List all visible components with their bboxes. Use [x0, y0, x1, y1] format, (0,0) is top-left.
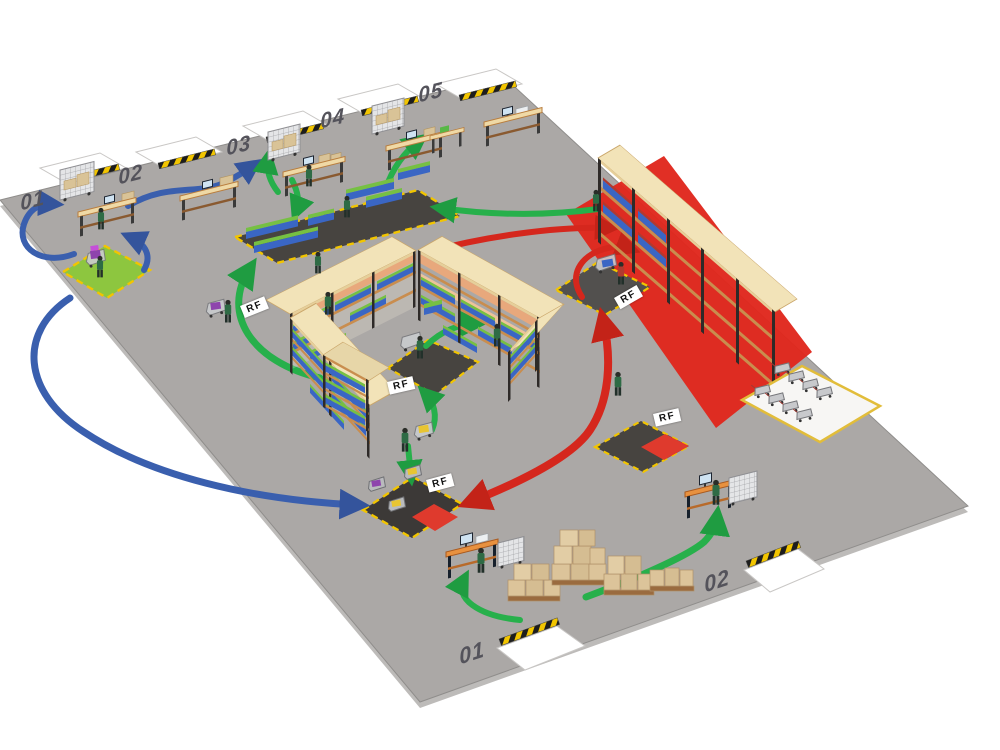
hazard-strip	[458, 80, 518, 102]
pick-cart-fullcase	[595, 253, 618, 274]
packing-mat-cart-2	[404, 464, 423, 480]
magenta-tote	[90, 244, 99, 252]
sorting-mat-totes	[246, 161, 430, 254]
rf-staging-mat-red-corner	[641, 434, 689, 460]
worker-sorting-mat-2	[314, 251, 322, 274]
green-arrow-shelves-to-sorting-mat	[429, 197, 601, 224]
cage-trolley-dock03	[267, 123, 301, 162]
dock-plate-04	[336, 83, 426, 115]
mini-rack	[322, 341, 390, 433]
red-arrow-packing-fullcase-corridor	[457, 306, 624, 511]
worker-dock02b	[712, 479, 720, 505]
cage-trolleys	[59, 97, 758, 569]
green-arrow-pick-loop-left	[227, 257, 324, 382]
worker-dock01	[97, 207, 105, 230]
green-arrow-mat-to-desk03	[252, 147, 281, 195]
yellow-tote	[418, 424, 430, 434]
purple-tote	[371, 479, 382, 488]
cage-trolley-packing	[497, 535, 525, 569]
hazard-strip	[498, 617, 560, 646]
blue-arrow-left-sweep-to-packing	[30, 294, 371, 520]
green-arrow-cart-to-pick-mat	[417, 385, 446, 433]
green-returns-mat	[60, 244, 153, 300]
pick-rack-sw	[289, 302, 397, 459]
worker-walking	[614, 371, 622, 396]
dock-plate-b02	[743, 548, 825, 593]
cart-park-mat	[739, 364, 883, 444]
red-arrow-mat-curl	[573, 231, 641, 300]
worker-pick-right	[493, 323, 501, 347]
workstations	[77, 105, 734, 579]
worker-fullcase-rack	[592, 189, 600, 212]
green-arrow-desk03-to-mat	[289, 177, 315, 222]
full-case-pick-mat	[553, 260, 653, 317]
pick-cart-bottom	[413, 421, 434, 441]
nested-carts	[750, 362, 834, 423]
yellow-tote	[407, 467, 418, 476]
full-case-rack	[597, 144, 798, 396]
worker-cart-bottom	[401, 427, 409, 452]
blue-arrow-mat-to-desk01	[120, 231, 151, 273]
cage-trolley-dock02b	[728, 470, 758, 506]
dock-plate-03	[241, 110, 331, 142]
scale	[475, 533, 489, 544]
packing-mat-cart-1	[368, 476, 387, 492]
blue-arrow-dock01-loop	[19, 189, 77, 261]
purple-tote	[210, 301, 222, 311]
worker-cart-left	[224, 299, 232, 323]
worker-green-mat	[96, 255, 104, 278]
bench-station-05	[429, 125, 465, 154]
desk-station-05	[483, 105, 543, 147]
hazard-strip	[157, 148, 217, 170]
pick-cart-left	[205, 298, 226, 318]
hazard-strip	[745, 540, 802, 568]
cage-trolley-dock04	[371, 97, 405, 136]
worker-fullcase-mat	[617, 261, 625, 285]
desk-station-03	[282, 152, 346, 197]
dock-plate-05	[434, 68, 524, 100]
computer-monitor	[699, 472, 712, 488]
worker-pick-station	[416, 335, 424, 359]
cage-trolley-dock01	[59, 160, 95, 202]
packing-mat-red-square	[412, 504, 458, 531]
pick-shelving-u	[265, 236, 565, 459]
worker-packing	[477, 547, 485, 573]
green-arrow-pallets-to-pack-desk	[444, 569, 523, 623]
worker-dock03	[305, 164, 313, 187]
pallet-stacks	[507, 529, 695, 602]
desk-station-04	[385, 126, 445, 171]
desk-dock02	[684, 472, 734, 519]
pick-cart-center	[400, 331, 423, 352]
computer-monitor	[460, 532, 473, 548]
cart-park	[739, 362, 883, 444]
desk-station-01	[77, 190, 137, 237]
workers	[96, 164, 720, 573]
dock-plate-b01	[495, 625, 587, 671]
desk-packing	[445, 532, 499, 579]
yellow-tote	[391, 499, 402, 508]
pick-rack-se	[507, 303, 565, 402]
worker-pick-left	[324, 291, 332, 315]
dock-plate-02	[134, 136, 224, 168]
pick-carts	[85, 244, 618, 512]
packing-mat	[360, 475, 465, 540]
blue-tote	[601, 258, 614, 268]
packing-mat-cart-3	[388, 496, 407, 512]
dock-plates-bottom	[495, 540, 825, 671]
desk-station-02	[179, 174, 239, 221]
floor-tote	[424, 299, 442, 315]
sorting-mat	[231, 188, 464, 265]
worker-sorting-mat	[343, 195, 351, 218]
